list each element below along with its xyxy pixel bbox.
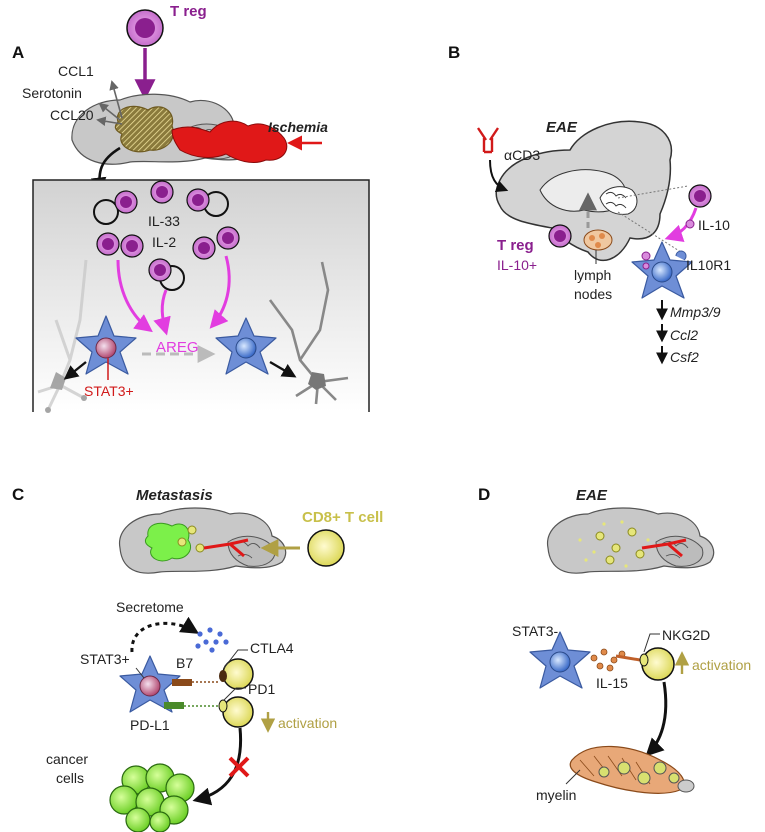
astro-to-neuron-left-arrow	[63, 361, 87, 380]
ischemic-lesion-region	[114, 105, 174, 153]
ischemia-label: Ischemia	[268, 119, 328, 135]
vessel-d-icon	[641, 538, 687, 558]
astrocyte-d-icon	[529, 631, 591, 689]
cerebellum-icon	[599, 186, 638, 215]
astrocyte-normal-icon	[215, 317, 277, 375]
myelin-label: myelin	[536, 787, 576, 803]
gene-csf2-label: Csf2	[670, 349, 699, 365]
cancer-label: cancer	[46, 751, 88, 767]
pdl1-ligand-icon	[164, 702, 184, 709]
b7-label: B7	[176, 655, 193, 671]
secretome-particles-icon	[195, 627, 229, 653]
damaged-neuron-icon	[37, 259, 88, 413]
il10plus-label: IL-10+	[497, 257, 537, 273]
treg-cell-6	[192, 236, 216, 260]
ccl20-arrow	[96, 116, 123, 126]
gene-mmp-label: Mmp3/9	[670, 304, 721, 320]
cd8-label: CD8+ T cell	[302, 509, 383, 526]
treg-proliferating-3	[186, 188, 229, 217]
panel-d-title: EAE	[576, 487, 608, 504]
astrocyte-c-icon	[119, 655, 181, 713]
secretome-label: Secretome	[116, 599, 184, 615]
panel-d-letter: D	[478, 485, 490, 504]
panel-c-title: Metastasis	[136, 487, 213, 504]
treg-zoom-cell-icon	[688, 184, 712, 208]
myelin-axon-icon	[569, 745, 695, 794]
areg-label: AREG	[156, 339, 199, 356]
treg-proliferating-1	[93, 190, 138, 225]
panel-c: C Metastasis CD8+ T cell Secretome STAT3…	[12, 485, 383, 832]
blocked-x-icon	[228, 756, 250, 778]
treg-label-b: T reg	[497, 237, 534, 254]
il15-label: IL-15	[596, 675, 628, 691]
treg-proliferating-8	[148, 258, 185, 291]
ctla4-label: CTLA4	[250, 640, 294, 656]
healthy-neuron-icon	[268, 261, 349, 405]
brain-c-icon	[118, 507, 287, 574]
ccl1-arrow	[109, 80, 123, 119]
ccl20-label: CCL20	[50, 107, 94, 123]
panel-b: B EAE αCD3 lymph nodes T reg IL-10+	[448, 43, 731, 365]
b7-ligand-icon	[172, 679, 192, 686]
activation-label-d: activation	[692, 657, 751, 673]
nkg2d-label: NKG2D	[662, 627, 710, 643]
astro-to-neuron-right-arrow	[269, 360, 297, 378]
treg-to-astro-arrow-mid	[153, 289, 171, 336]
acd3-label: αCD3	[504, 147, 540, 163]
il10-label: IL-10	[698, 217, 730, 233]
treg-to-astro-arrow-right	[209, 255, 231, 329]
treg-to-astro-arrow-left	[116, 259, 153, 333]
panel-c-letter: C	[12, 485, 24, 504]
il10-signal-arrow	[664, 207, 698, 242]
il2-label: IL-2	[152, 234, 176, 250]
treg-cluster	[93, 180, 240, 291]
panel-d: D EAE STAT3- IL-15	[478, 485, 751, 803]
lymph-label: lymph	[574, 267, 611, 283]
cd8-pd1-cell-icon	[222, 696, 254, 728]
antibody-arrow	[489, 159, 509, 193]
il15-particles-icon	[590, 648, 626, 672]
treg-proliferating-2	[150, 180, 174, 204]
panel-b-letter: B	[448, 43, 460, 62]
pd1-label: PD1	[248, 681, 275, 697]
treg-cell-7	[216, 226, 240, 250]
treg-cell-icon	[126, 9, 164, 47]
treg-cell-5	[120, 234, 144, 258]
ischemia-vessel-region	[171, 120, 288, 163]
nodes-label: nodes	[574, 286, 612, 302]
cancer-cells-icon	[109, 763, 195, 832]
stat3-minus-label: STAT3-	[512, 623, 558, 639]
il10-molecule-icon	[685, 219, 695, 229]
lymph-nodes-icon	[583, 229, 613, 251]
astrocyte-b-icon	[631, 241, 693, 299]
metastasis-lesion-region	[144, 522, 192, 562]
infiltrating-cd8-dots-icon	[578, 520, 650, 568]
brain-d-icon	[546, 507, 715, 574]
il33-label: IL-33	[148, 213, 180, 229]
stat3-label: STAT3+	[84, 383, 134, 399]
antibody-icon	[477, 127, 499, 154]
stat3-plus-label: STAT3+	[80, 651, 130, 667]
vessel-c-icon	[203, 538, 249, 558]
attack-myelin-arrow	[645, 681, 668, 757]
gene-ccl2-label: Ccl2	[670, 327, 698, 343]
astrocyte-reactive-icon	[75, 315, 137, 375]
panel-a-letter: A	[12, 43, 24, 62]
panel-a: A T reg Ischemia CCL1 Serotonin CCL20	[12, 3, 370, 413]
activation-label-c: activation	[278, 715, 337, 731]
secretome-arrow	[130, 616, 200, 653]
cd8-cell-icon	[307, 529, 345, 567]
treg-label: T reg	[170, 3, 207, 20]
treg-il10-cell-icon	[548, 224, 572, 248]
il10r1-label: IL10R1	[686, 257, 731, 273]
ccl1-label: CCL1	[58, 63, 94, 79]
panel-b-title: EAE	[546, 119, 578, 136]
pdl1-label: PD-L1	[130, 717, 170, 733]
treg-cell-4	[96, 232, 120, 256]
cells-label: cells	[56, 770, 84, 786]
serotonin-arrow	[98, 102, 121, 121]
serotonin-label: Serotonin	[22, 85, 82, 101]
